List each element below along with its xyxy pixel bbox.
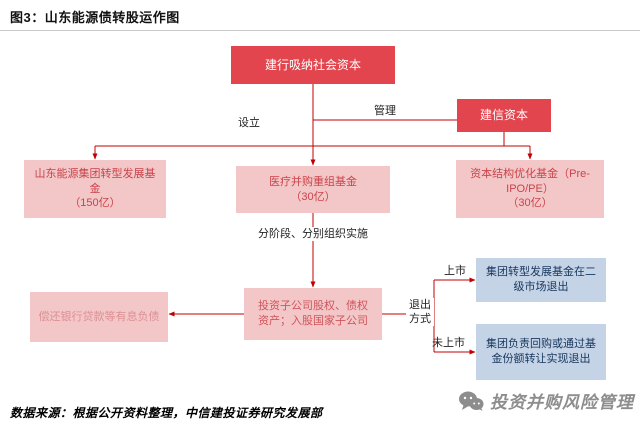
node-ccb-social-capital: 建行吸纳社会资本 xyxy=(231,46,395,84)
title-divider xyxy=(0,30,640,31)
node-ccb-capital-manager: 建信资本 xyxy=(457,99,551,132)
data-source-note: 数据来源：根据公开资料整理，中信建投证券研究发展部 xyxy=(10,406,323,420)
figure-title: 图3：山东能源债转股运作图 xyxy=(10,10,180,25)
node-invest-subsidiary: 投资子公司股权、债权 资产；入股国家子公司 xyxy=(244,288,382,340)
label-manage: 管理 xyxy=(374,105,396,117)
watermark: 投资并购风险管理 xyxy=(458,388,634,413)
node-exit-buyback-transfer: 集团负责回购或通过基金份额转让实现退出 xyxy=(476,324,606,380)
label-phased-implementation: 分阶段、分别组织实施 xyxy=(243,227,383,241)
label-listed: 上市 xyxy=(444,265,466,277)
label-unlisted: 未上市 xyxy=(432,337,465,349)
node-exit-secondary-market: 集团转型发展基金在二级市场退出 xyxy=(476,258,606,302)
wechat-logo-icon xyxy=(459,391,484,411)
label-setup: 设立 xyxy=(238,117,260,129)
label-exit-method: 退出 方式 xyxy=(406,298,434,326)
node-transformation-fund: 山东能源集团转型发展基金 （150亿） xyxy=(24,160,166,218)
watermark-text: 投资并购风险管理 xyxy=(490,393,634,412)
node-repay-bank-loans: 偿还银行贷款等有息负债 xyxy=(30,292,168,342)
node-medical-ma-fund: 医疗并购重组基金 （30亿） xyxy=(236,166,390,213)
node-capital-structure-fund: 资本结构优化基金（Pre-IPO/PE） （30亿） xyxy=(456,160,604,218)
